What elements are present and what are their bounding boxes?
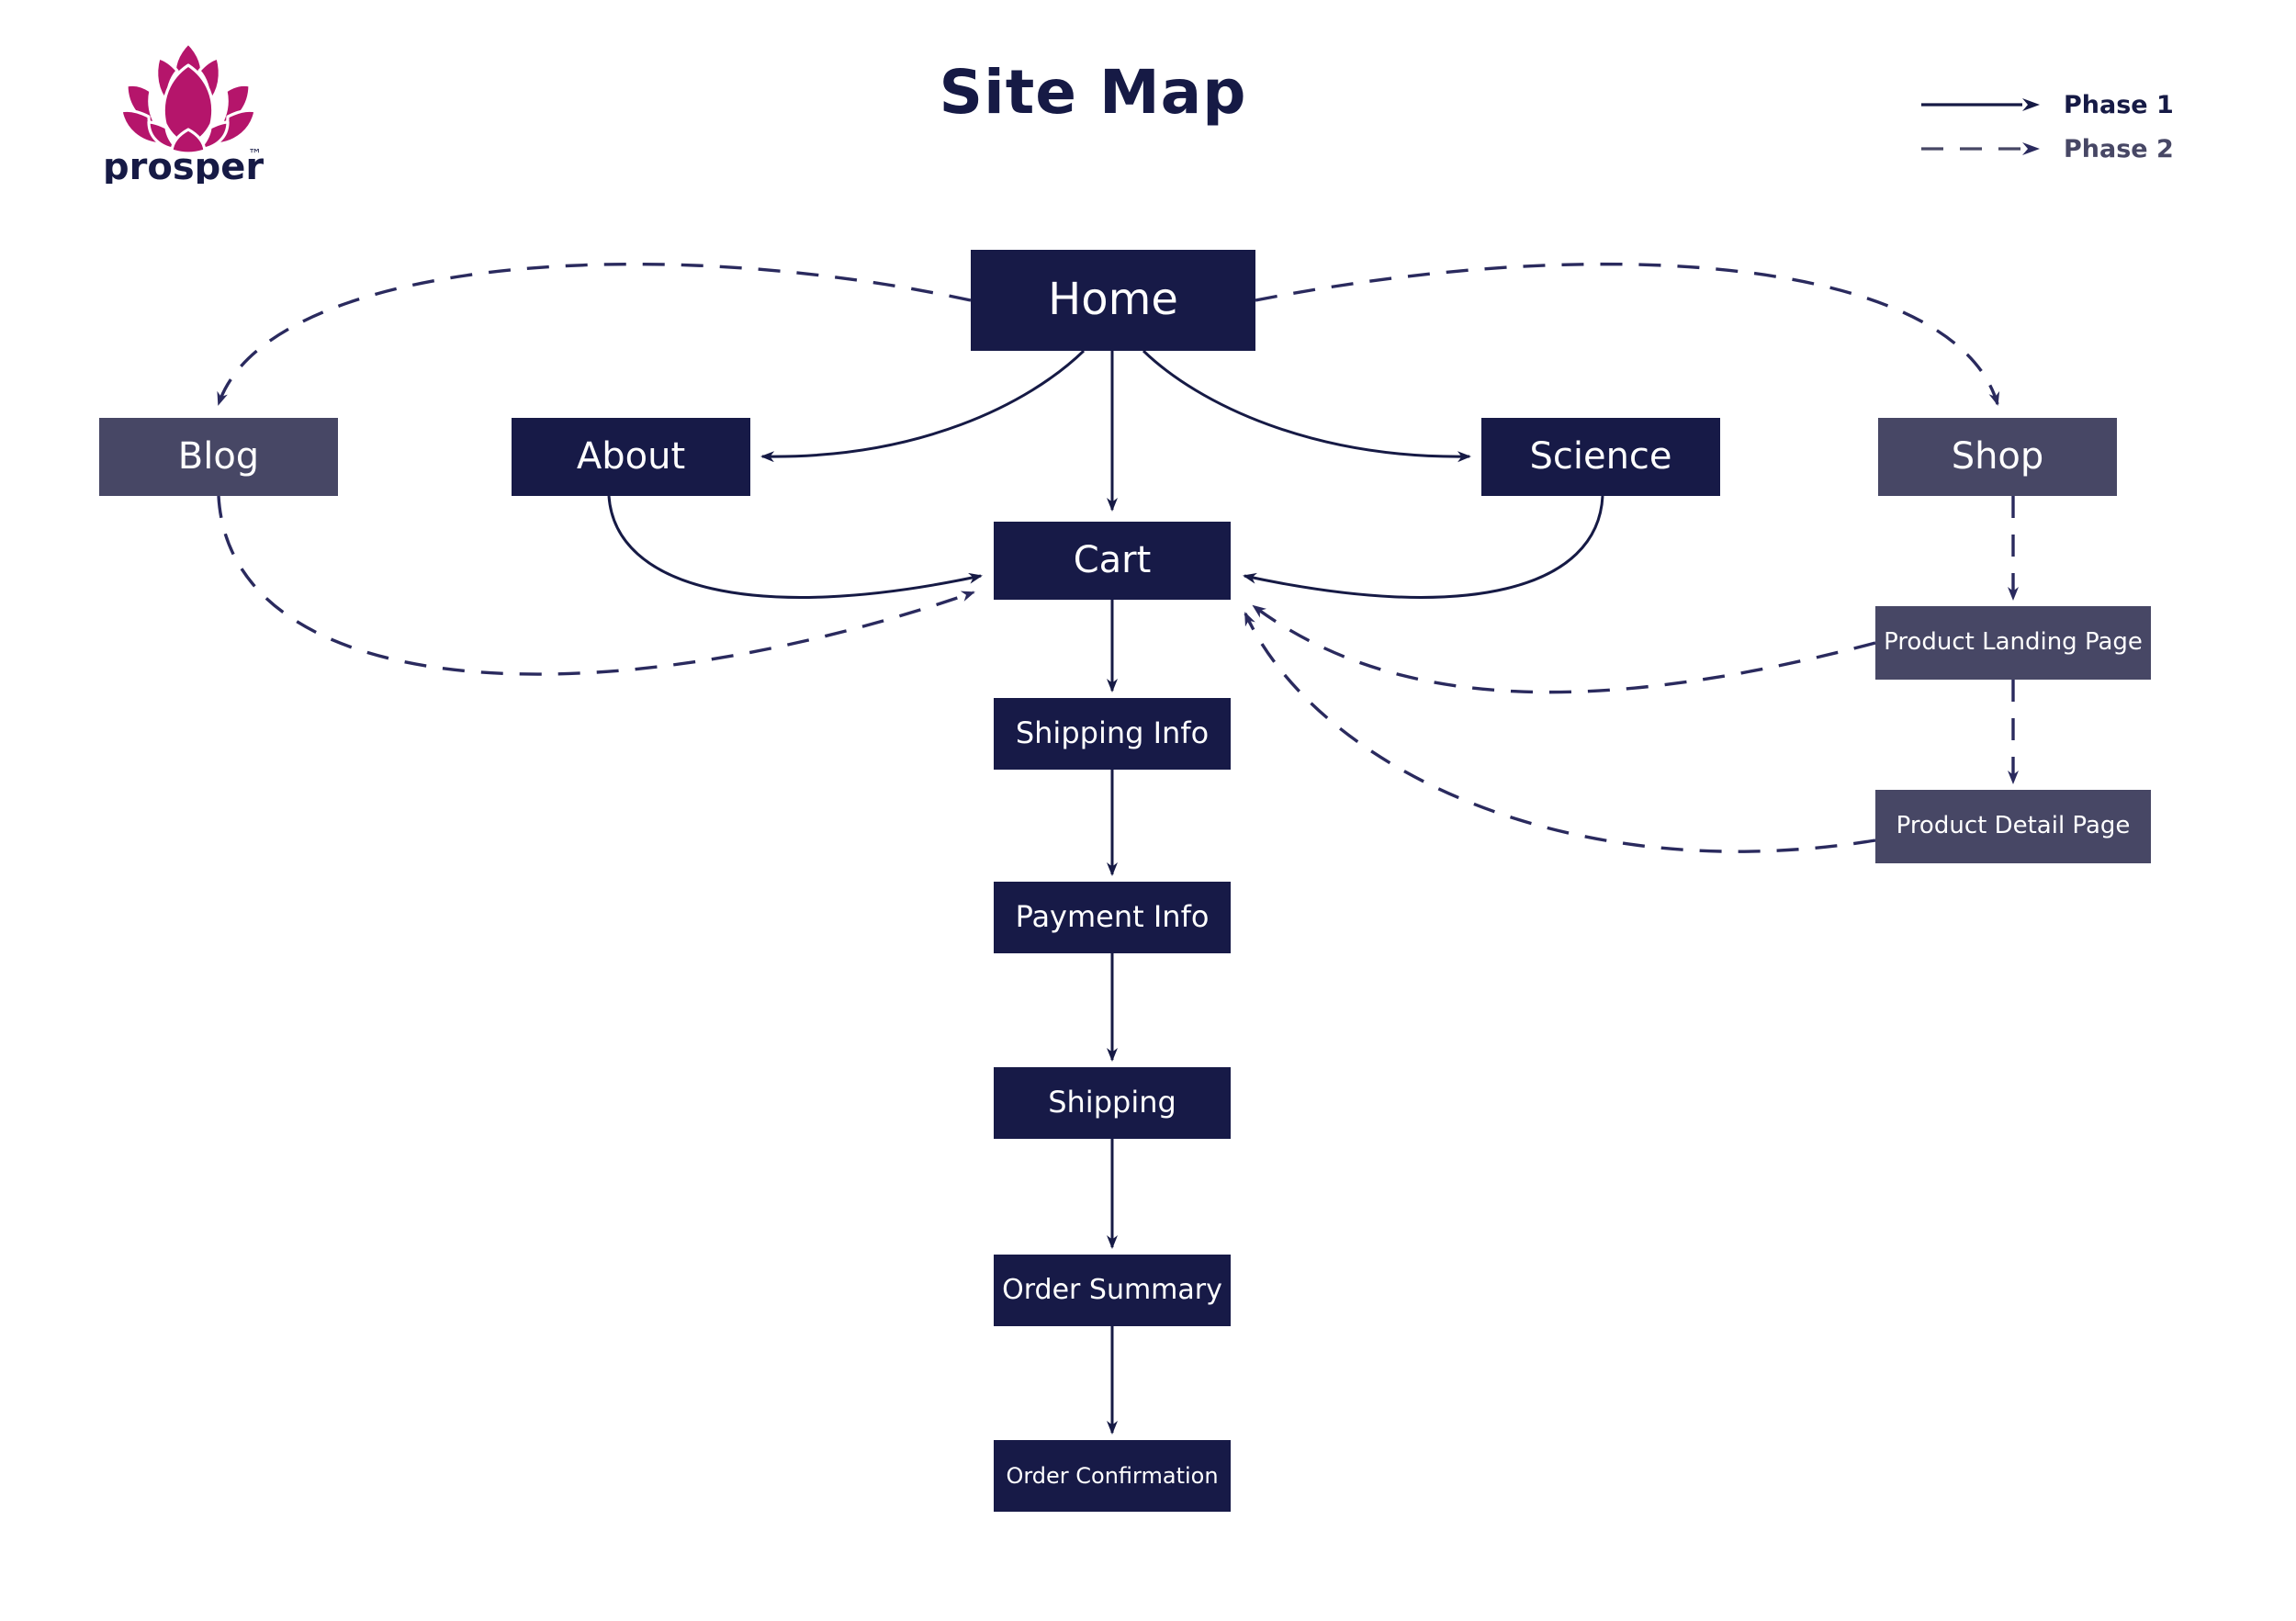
legend: Phase 1 Phase 2 [1919, 83, 2223, 171]
node-shipping[interactable]: Shipping [994, 1067, 1231, 1139]
trademark-symbol: ™ [248, 146, 262, 163]
solid-arrow-icon [1919, 93, 2043, 117]
brand-wordmark: prosper [103, 146, 264, 184]
dashed-arrow-icon [1919, 137, 2043, 161]
node-about[interactable]: About [512, 418, 750, 496]
node-product-detail-page[interactable]: Product Detail Page [1875, 790, 2151, 863]
lotus-flower-icon: prosper ™ [103, 41, 264, 184]
edge-blog-cart [217, 495, 975, 676]
node-product-landing-page[interactable]: Product Landing Page [1875, 606, 2151, 680]
edge-home-shop [1255, 262, 2000, 406]
edge-home-science [1142, 349, 1471, 463]
node-payment-info[interactable]: Payment Info [994, 882, 1231, 953]
edge-about-cart [607, 495, 983, 599]
legend-item-phase-2: Phase 2 [1919, 127, 2223, 171]
legend-label-phase-1: Phase 1 [2064, 90, 2174, 119]
node-cart[interactable]: Cart [994, 522, 1231, 600]
legend-item-phase-1: Phase 1 [1919, 83, 2223, 127]
node-order-summary[interactable]: Order Summary [994, 1255, 1231, 1326]
edge-home-blog [217, 262, 972, 406]
node-blog[interactable]: Blog [99, 418, 338, 496]
edge-pdp-cart [1244, 612, 1876, 853]
node-order-confirmation[interactable]: Order Confirmation [994, 1440, 1231, 1512]
page-title: Site Map [939, 57, 1247, 128]
node-home[interactable]: Home [971, 250, 1255, 351]
legend-label-phase-2: Phase 2 [2064, 134, 2174, 163]
prosper-logo: prosper ™ [101, 32, 276, 184]
edge-plp-cart [1252, 604, 1876, 694]
node-shipping-info[interactable]: Shipping Info [994, 698, 1231, 770]
edge-home-about [760, 349, 1086, 463]
edge-science-cart [1243, 495, 1604, 599]
node-shop[interactable]: Shop [1878, 418, 2117, 496]
node-science[interactable]: Science [1481, 418, 1720, 496]
